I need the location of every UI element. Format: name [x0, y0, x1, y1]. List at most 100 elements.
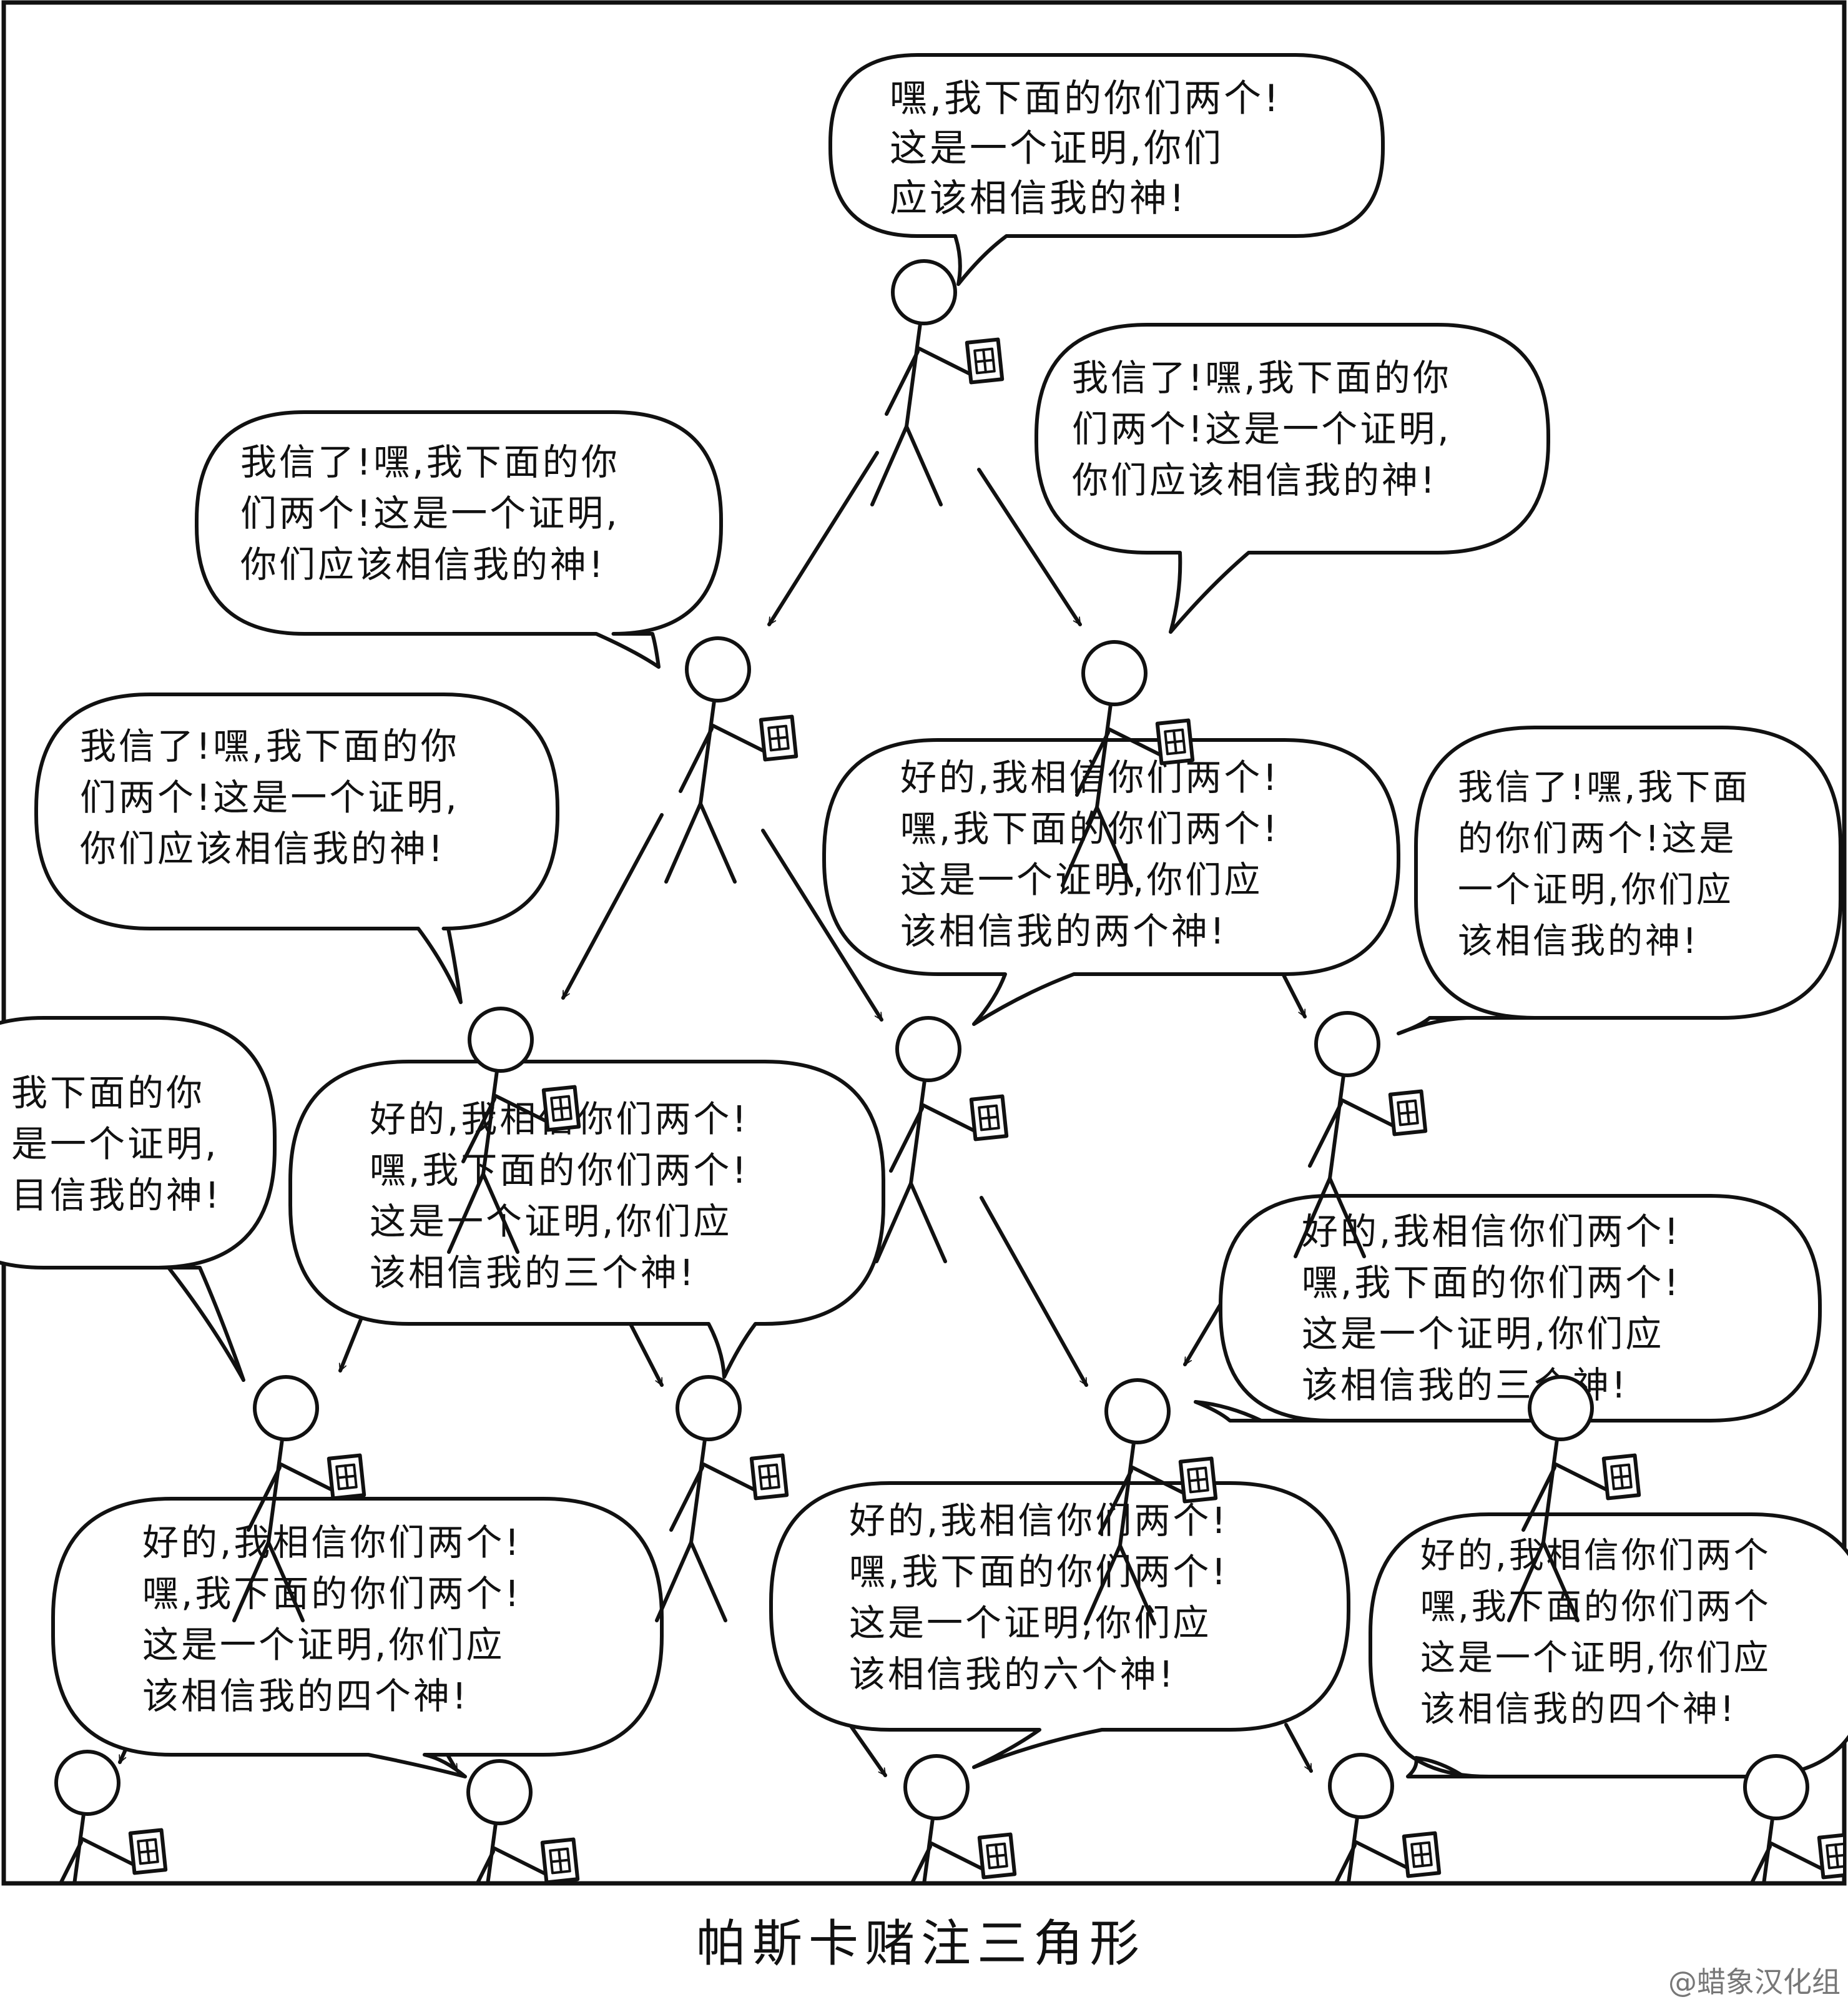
figure-arm: [930, 1842, 983, 1870]
bubble-outline: [822, 738, 1400, 1026]
figure-arm: [1354, 1840, 1408, 1869]
bubble-text: 我信了!嘿,我下面的你们两个!这是一个证明,你们应该相信我的神!: [80, 725, 460, 870]
bubble-text: 好的,我相信你们两个!嘿,我下面的你们两个!这是一个证明,你们应该相信我的四个神…: [142, 1521, 522, 1717]
figure-body: [689, 1437, 707, 1544]
bubble-line: 嘿,我下面的你们两个!: [370, 1149, 749, 1191]
figure-arm: [1554, 1462, 1608, 1491]
bubble-line: 好的,我相信你们两个!: [849, 1499, 1229, 1542]
figure-arm: [889, 1107, 924, 1173]
bubble-line: 这是一个证明,你们应: [849, 1602, 1211, 1644]
bubble-outline: [51, 1497, 664, 1778]
bubble-line: 该相信我的两个神!: [900, 910, 1227, 952]
figure-body: [481, 1069, 499, 1176]
figure-arm: [1340, 1098, 1394, 1127]
speech-bubble: 嘿,我下面的你们两个!这是一个证明,你们应该相信我的神!: [828, 53, 1385, 286]
stick-figure: [1507, 1375, 1641, 1622]
stick-figures: [54, 259, 1843, 2002]
figure-head: [466, 1759, 533, 1825]
figure-head: [685, 636, 751, 703]
bubble-outline: [1369, 1512, 1848, 1778]
figure-leg: [909, 1181, 947, 1263]
speech-bubble: 好的,我相信你们两个嘿,我下面的你们两个这是一个证明,你们应该相信我的四个神!: [1369, 1512, 1848, 1778]
figure-leg: [1344, 1920, 1378, 1998]
stick-figure: [664, 636, 799, 884]
stick-figure: [1328, 1753, 1442, 1998]
figure-arm: [461, 1097, 496, 1163]
bubble-line: 好的,我相信你们两个!: [1302, 1210, 1681, 1253]
speech-bubble: 好的,我相信你们两个!嘿,我下面的你们两个!这是一个证明,你们应该相信我的三个神…: [288, 1060, 885, 1379]
bubble-text: 我信了!嘿,我下面的你们两个!这是一个证明,你们应该相信我的神!: [240, 441, 620, 586]
arrow: [561, 813, 664, 1000]
bubble-line: 我信了!嘿,我下面的你: [240, 441, 620, 483]
bubble-line: 我信了!嘿,我下面的你: [1072, 357, 1452, 399]
figure-arm: [279, 1462, 333, 1491]
bubble-line: 该相信我的神!: [1458, 921, 1699, 962]
figure-leg: [1061, 806, 1099, 887]
bubble-line: 该相信我的四个神!: [142, 1675, 469, 1717]
figure-arm: [885, 350, 920, 416]
figure-leg: [1294, 1176, 1332, 1258]
bubble-line: 是一个证明,: [11, 1123, 219, 1165]
proof-paper-icon: [1817, 1832, 1843, 1880]
figure-head: [1528, 1375, 1594, 1441]
figure-body: [267, 1437, 284, 1544]
bubble-outline: [195, 410, 723, 669]
bubble-line: 我下面的你: [11, 1072, 205, 1114]
proof-paper-icon: [327, 1453, 366, 1501]
figure-leg: [905, 425, 943, 506]
bubble-line: 嘿,我下面的你们两个!: [142, 1572, 522, 1615]
bubble-outline: [769, 1481, 1350, 1769]
bubble-line: 我信了!嘿,我下面: [1458, 767, 1750, 808]
bubble-outline: [1194, 1194, 1822, 1423]
figure-arm: [1334, 1843, 1357, 1881]
figure-arm: [1131, 1466, 1184, 1494]
bubble-line: 你们应该相信我的神!: [240, 543, 606, 586]
speech-bubble: 我信了!嘿,我下面的你们两个!这是一个证明,你们应该相信我的神!: [1035, 323, 1550, 634]
bubble-text: 好的,我相信你们两个!嘿,我下面的你们两个!这是一个证明,你们应该相信我的六个神…: [849, 1499, 1229, 1695]
proof-paper-icon: [1155, 718, 1195, 766]
figure-arm: [494, 1094, 548, 1123]
stick-figure: [448, 1759, 580, 2002]
stick-figure: [903, 1754, 1017, 1881]
figure-arm: [702, 1462, 755, 1491]
proof-paper-icon: [128, 1828, 168, 1875]
speech-bubble: 我下面的你是一个证明, 目信我的神!: [0, 1016, 277, 1382]
proof-paper-icon: [541, 1085, 581, 1132]
bubble-text: 我信了!嘿,我下面的你们两个!这是一个证明,你们应该相信我的神!: [1072, 357, 1452, 501]
figure-leg: [699, 802, 737, 884]
figure-body: [1347, 1815, 1359, 1881]
arrow: [1284, 1723, 1313, 1773]
arrow: [338, 1314, 364, 1373]
proof-paper-icon: [965, 337, 1005, 385]
figure-leg: [481, 1172, 519, 1254]
arrow: [624, 1313, 664, 1387]
figure-body: [486, 1822, 498, 1881]
figure-arm: [711, 724, 765, 752]
figure-body: [1118, 1441, 1136, 1547]
speech-bubble: 好的,我相信你们两个!嘿,我下面的你们两个!这是一个证明,你们应该相信我的六个神…: [769, 1481, 1350, 1769]
figure-leg: [870, 425, 908, 506]
credit-watermark: @蜡象汉化组: [1668, 1965, 1841, 1999]
figure-leg: [1541, 1541, 1580, 1622]
figure-arm: [1108, 727, 1161, 756]
stick-figure: [1084, 1378, 1218, 1625]
bubble-line: 嘿,我下面的你们两个!: [890, 77, 1281, 121]
speech-bubble: 好的,我相信你们两个!嘿,我下面的你们两个!这是一个证明,你们应该相信我的两个神…: [822, 738, 1400, 1026]
figure-head: [1081, 640, 1148, 706]
stick-figure: [1061, 640, 1195, 887]
bubble-line: 这是一个证明,你们应: [370, 1200, 732, 1243]
bubble-line: 好的,我相信你们两个!: [142, 1521, 522, 1564]
figure-head: [1743, 1754, 1809, 1820]
figure-leg: [448, 1926, 482, 2002]
figure-arm: [81, 1837, 134, 1866]
bubble-outline: [34, 693, 559, 1004]
proof-paper-icon: [1388, 1089, 1428, 1137]
figure-head: [253, 1375, 319, 1441]
figure-arm: [1075, 731, 1110, 797]
figure-leg: [1507, 1541, 1545, 1622]
figure-head: [895, 1016, 961, 1082]
figure-body: [905, 322, 922, 428]
bubble-line: 目信我的神!: [11, 1174, 222, 1216]
figure-leg: [1084, 1544, 1122, 1625]
